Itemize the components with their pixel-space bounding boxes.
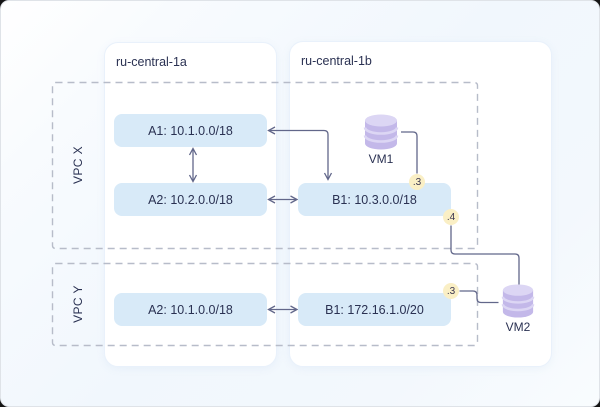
vpc-y-label: VPC Y: [71, 285, 85, 323]
database-icon: [363, 114, 399, 150]
subnet-a1-label: A1: 10.1.0.0/18: [148, 123, 233, 138]
zone-label-1b: ru-central-1b: [301, 54, 372, 68]
zone-label-1a: ru-central-1a: [116, 55, 187, 69]
subnet-a1: A1: 10.1.0.0/18: [114, 114, 267, 147]
vm1-label: VM1: [368, 152, 394, 166]
vm2: VM2: [496, 284, 540, 334]
subnet-b1-vpc-y-label: B1: 172.16.1.0/20: [325, 302, 424, 317]
subnet-a2: A2: 10.2.0.0/18: [114, 183, 267, 216]
subnet-b1-label: B1: 10.3.0.0/18: [332, 192, 417, 207]
ip-badge-vm1: .3: [409, 174, 425, 190]
subnet-b1: B1: 10.3.0.0/18: [298, 183, 451, 216]
ip-badge-b1-vpc-y: .3: [443, 283, 459, 299]
subnet-a2-vpc-y-label: A2: 10.1.0.0/18: [148, 302, 233, 317]
vpc-x-label: VPC X: [71, 146, 85, 185]
vm2-label: VM2: [505, 320, 531, 334]
subnet-a2-vpc-y: A2: 10.1.0.0/18: [114, 293, 267, 326]
database-icon: [501, 284, 535, 318]
subnet-a2-label: A2: 10.2.0.0/18: [148, 192, 233, 207]
vm1: VM1: [359, 114, 403, 166]
ip-badge-b1: .4: [443, 209, 459, 225]
subnet-b1-vpc-y: B1: 172.16.1.0/20: [298, 293, 451, 326]
